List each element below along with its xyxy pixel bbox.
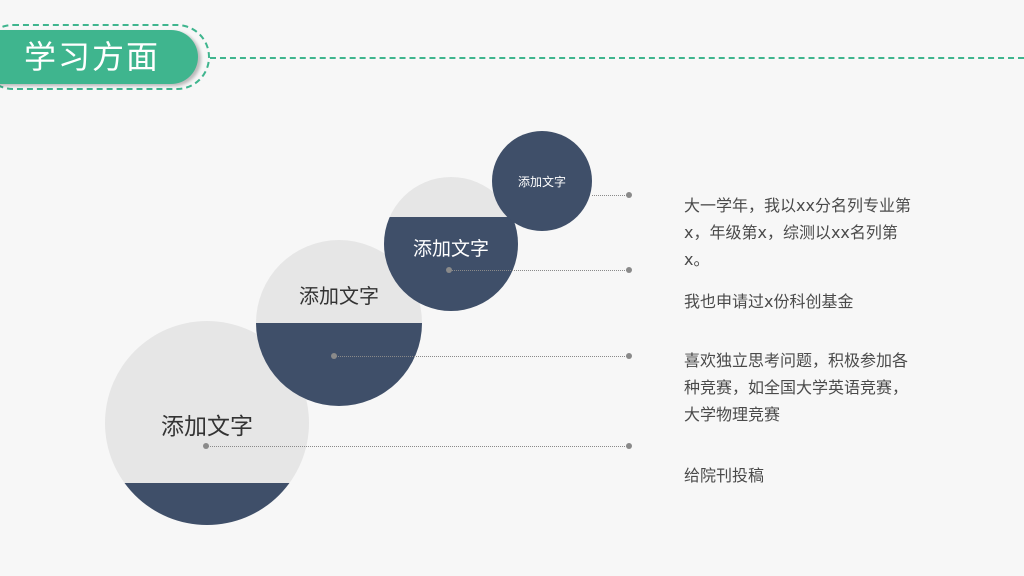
item-text-1: 大一学年，我以xx分名列专业第x，年级第x，综测以xx名列第x。 <box>684 196 911 269</box>
title-banner <box>0 30 198 84</box>
circle-medium-label: 添加文字 <box>299 284 379 308</box>
item-text-4: 给院刊投稿 <box>684 466 765 485</box>
header-dashed-line <box>210 57 1024 59</box>
circle-tiny-label: 添加文字 <box>517 175 566 189</box>
circle-medium: 添加文字 <box>256 240 422 406</box>
circle-small-label: 添加文字 <box>412 238 489 260</box>
title-dashed-outline <box>0 24 210 90</box>
connector-line-4 <box>206 446 629 447</box>
connector-dot-3-end <box>626 353 632 359</box>
circle-small-fill <box>384 217 518 311</box>
connector-line-3 <box>334 356 629 357</box>
circle-medium-fill <box>256 323 422 406</box>
connector-dot-2-end <box>626 267 632 273</box>
item-text-2: 我也申请过x份科创基金 <box>684 292 854 311</box>
circle-large-label: 添加文字 <box>161 414 253 440</box>
page-title: 学习方面 <box>24 38 161 76</box>
connector-dot-4-end <box>626 443 632 449</box>
item-text-3: 喜欢独立思考问题，积极参加各种竞赛，如全国大学英语竞赛，大学物理竞赛 <box>684 351 909 424</box>
circle-tiny: 添加文字 <box>492 131 592 231</box>
circle-large-fill <box>105 483 309 525</box>
connector-line-2 <box>449 270 629 271</box>
connector-dot-1-end <box>626 192 632 198</box>
connector-line-1 <box>592 195 629 196</box>
